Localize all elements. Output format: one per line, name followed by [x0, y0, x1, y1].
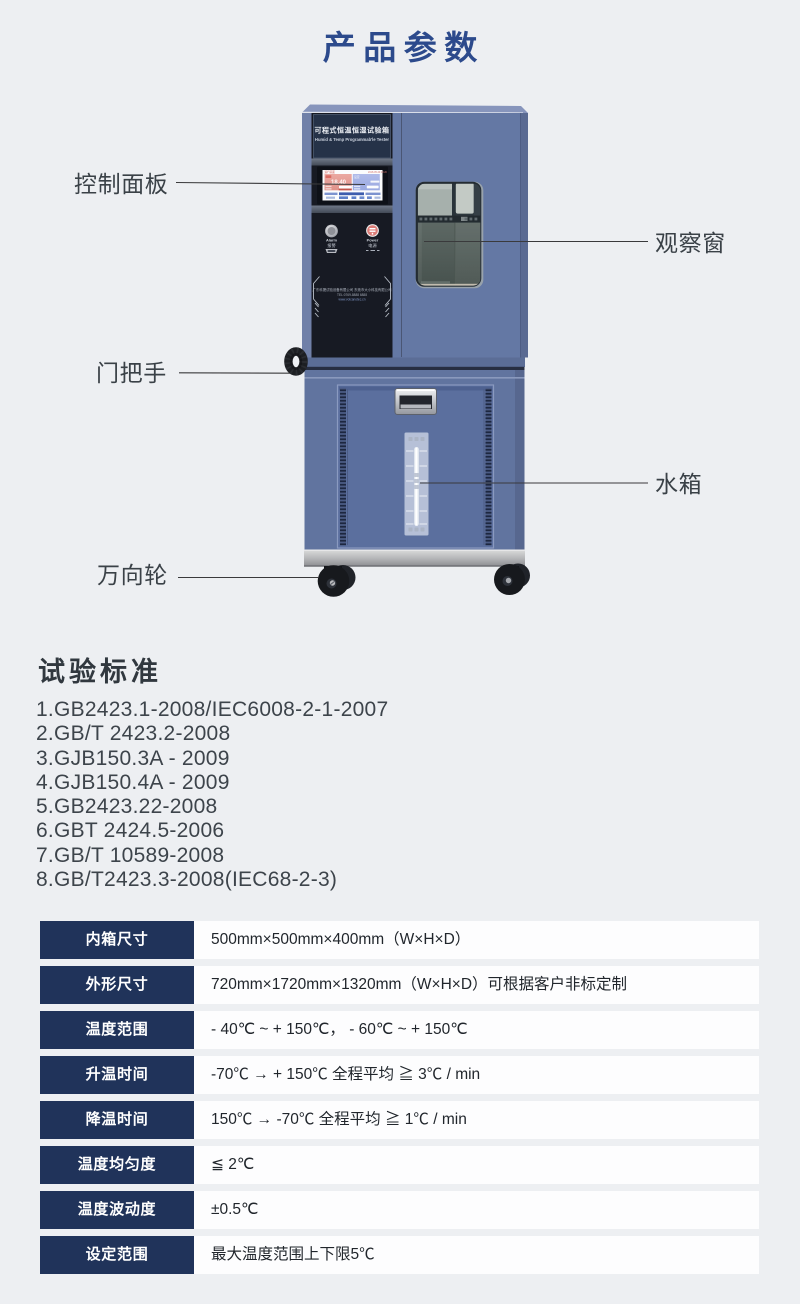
svg-text:电源: 电源 — [368, 242, 377, 249]
svg-text:TEL:0769-8888 6888: TEL:0769-8888 6888 — [337, 293, 367, 297]
svg-text:Power: Power — [367, 238, 379, 243]
svg-text:报警: 报警 — [327, 242, 336, 249]
svg-text:设定: 设定 — [354, 175, 360, 179]
svg-text:Alarm: Alarm — [326, 238, 338, 243]
svg-text:运行画面: 运行画面 — [325, 170, 336, 174]
svg-text:Humid & Temp Programmab'le Tes: Humid & Temp Programmab'le Tester — [315, 137, 390, 142]
svg-text:www.volcanotec.cn: www.volcanotec.cn — [338, 297, 365, 301]
svg-text:广东科晟试验设备有限公司 东莞市大小科技有限公司: 广东科晟试验设备有限公司 东莞市大小科技有限公司 — [313, 287, 392, 292]
svg-text:18.40: 18.40 — [331, 180, 347, 186]
svg-text:可程式恒温恒湿试验箱: 可程式恒温恒湿试验箱 — [315, 126, 390, 135]
svg-text:2018-05-20 10:20: 2018-05-20 10:20 — [368, 171, 388, 174]
